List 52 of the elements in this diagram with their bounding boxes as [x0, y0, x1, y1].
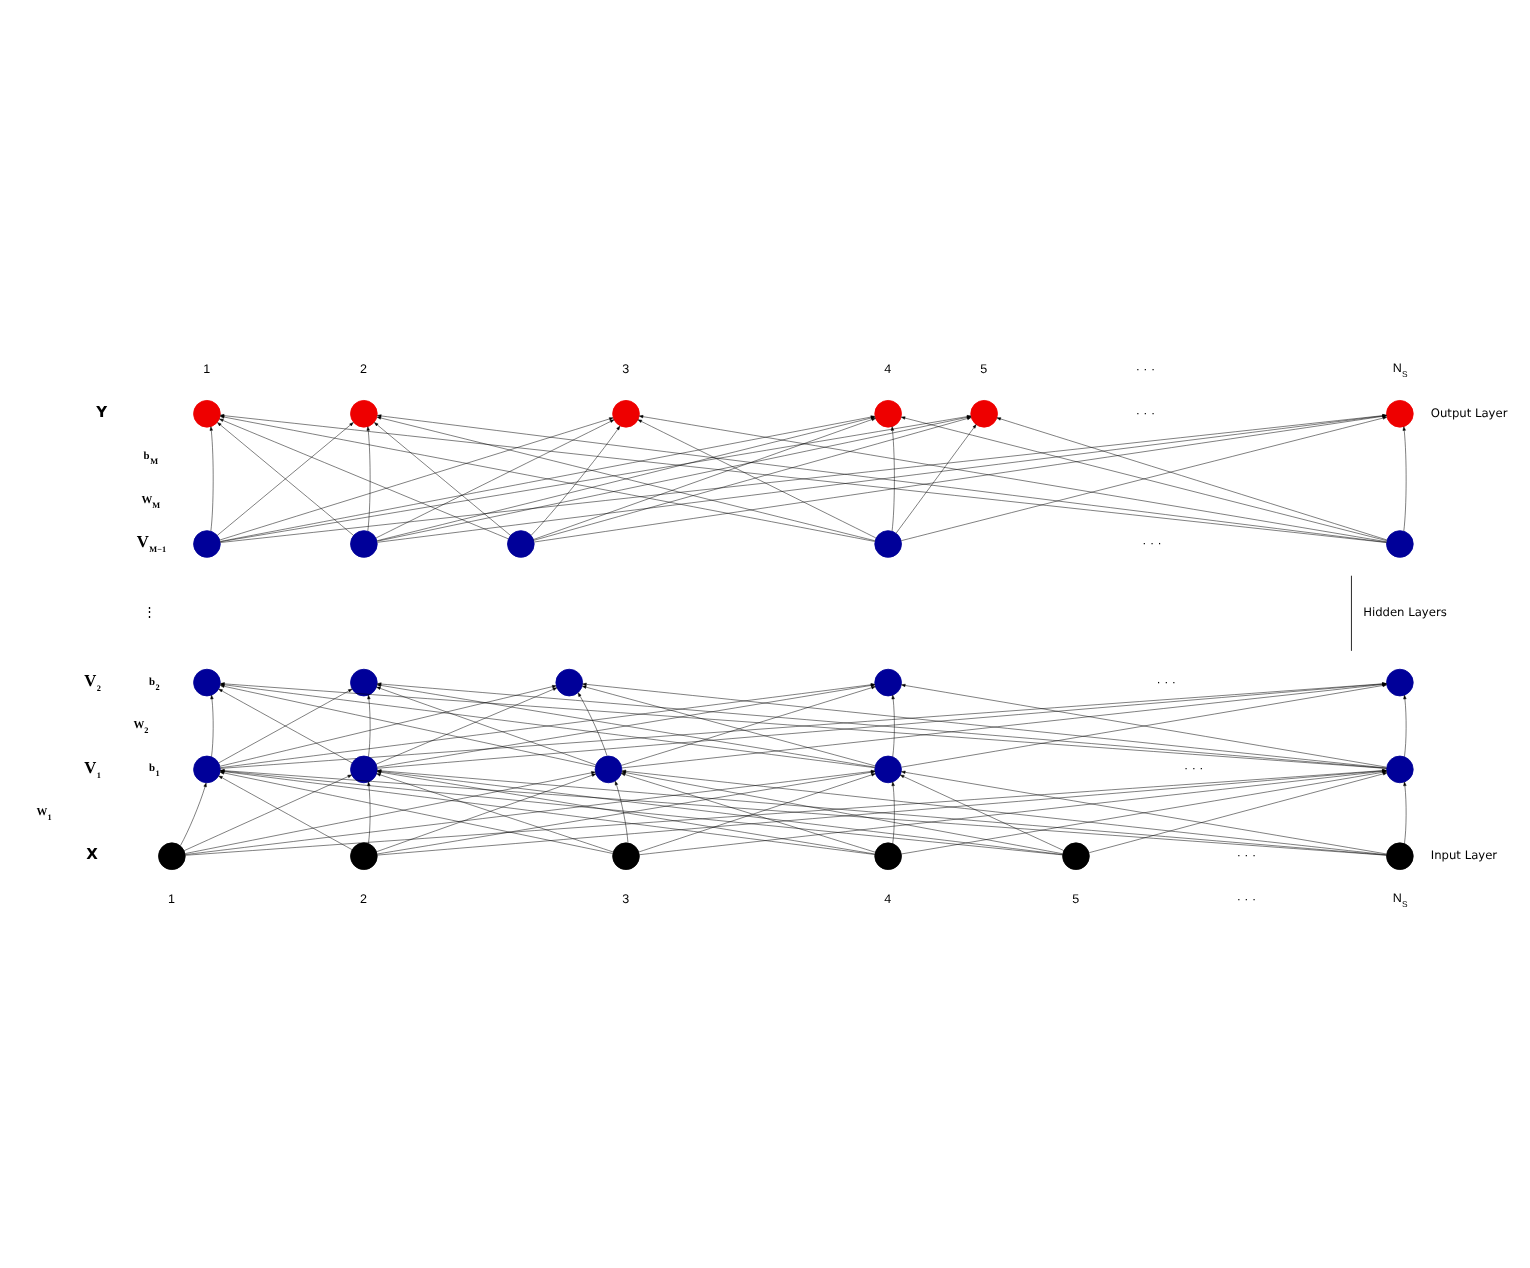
- arrow: [577, 691, 608, 756]
- arrow: [891, 693, 895, 756]
- arrow: [533, 417, 876, 539]
- arrow: [367, 693, 371, 756]
- node-circle: [874, 841, 902, 869]
- arrow: [1403, 693, 1407, 756]
- node-circle: [350, 529, 378, 557]
- arrow: [376, 685, 596, 765]
- arrow: [180, 781, 207, 845]
- arrow: [210, 693, 214, 756]
- arrow: [531, 424, 621, 535]
- arrow: [217, 421, 354, 535]
- arrow: [375, 418, 615, 538]
- node-circle: [1386, 754, 1414, 783]
- arrow: [218, 687, 353, 763]
- arrow: [891, 780, 895, 843]
- arrow: [1402, 425, 1407, 531]
- arrow: [209, 425, 214, 531]
- node-circle: [158, 841, 186, 869]
- node-circle: [874, 667, 902, 696]
- node-circle: [507, 529, 535, 557]
- arrow: [890, 425, 895, 531]
- arrow: [615, 779, 629, 842]
- node-circle: [1386, 529, 1414, 557]
- arrow: [895, 423, 977, 533]
- arrow: [996, 416, 1388, 540]
- node-circle: [612, 841, 640, 869]
- node-circle: [1062, 841, 1090, 869]
- arrow: [218, 774, 353, 849]
- arrow: [1403, 780, 1407, 843]
- node-circle: [1386, 841, 1414, 869]
- arrow: [376, 686, 558, 764]
- arrow: [374, 421, 511, 535]
- node-circle: [350, 841, 378, 869]
- arrow: [367, 780, 371, 843]
- arrow: [366, 425, 371, 531]
- arrow: [183, 773, 352, 850]
- arrow: [621, 685, 876, 765]
- node-circle: [612, 399, 640, 427]
- arrow: [637, 418, 877, 538]
- arrow: [900, 773, 1064, 850]
- node-circle: [874, 754, 902, 783]
- arrow: [901, 682, 1387, 767]
- node-circle: [874, 529, 902, 557]
- node-circle: [350, 754, 378, 783]
- arrow: [901, 769, 1387, 854]
- node-circle: [1386, 399, 1414, 427]
- node-circle: [874, 399, 902, 427]
- arrow: [1088, 771, 1388, 852]
- node-circle: [193, 529, 221, 557]
- arrow: [219, 417, 509, 538]
- node-circle: [1386, 667, 1414, 696]
